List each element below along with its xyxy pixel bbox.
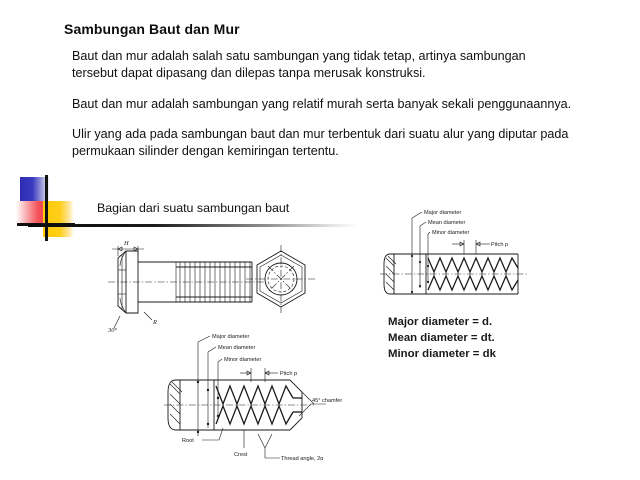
paragraph-2: Baut dan mur adalah sambungan yang relat… [72, 96, 572, 111]
label-angle: 30° [107, 327, 117, 334]
label-major-diameter: Major diameter [424, 210, 461, 216]
page-title: Sambungan Baut dan Mur [64, 21, 240, 37]
deco-red-square [16, 201, 47, 225]
label-crest: Crest [234, 452, 248, 458]
label-major-diameter: Major diameter [212, 334, 249, 340]
caption-divider-rule [28, 224, 358, 227]
figure-thread-detail-top: Major diameter Mean diameter Minor diame… [378, 196, 630, 314]
paragraph-1: Baut dan mur adalah salah satu sambungan… [72, 49, 526, 81]
label-thread-angle: Thread angle, 2α [281, 456, 324, 462]
figure-thread-detail-main: Major diameter Mean diameter Minor diame… [162, 318, 394, 466]
body-text-block: Baut dan mur adalah salah satu sambungan… [72, 48, 572, 160]
figure-hex-nut-end-view [240, 243, 322, 323]
legend-line-minor: Minor diameter = dk [388, 348, 496, 361]
label-mean-diameter: Mean diameter [428, 220, 465, 226]
figure-caption: Bagian dari suatu sambungan baut [97, 201, 290, 215]
decorative-logo-block [16, 175, 78, 241]
diameter-legend: Major diameter = d. Mean diameter = dt. … [388, 314, 496, 363]
label-root: Root [182, 438, 194, 444]
deco-vertical-bar [45, 175, 48, 241]
legend-line-major: Major diameter = d. [388, 316, 493, 328]
label-chamfer: 45° chamfer [312, 398, 342, 404]
figure-hex-bolt-side-view: H R 30° [100, 232, 320, 334]
paragraph-3: Ulir yang ada pada sambungan baut dan mu… [72, 126, 569, 158]
label-pitch: Pitch p [280, 371, 297, 377]
label-minor-diameter: Minor diameter [432, 230, 469, 236]
label-head-height: H [123, 240, 129, 247]
deco-yellow-square [43, 201, 74, 237]
label-minor-diameter: Minor diameter [224, 357, 261, 363]
legend-line-mean: Mean diameter = dt. [388, 332, 495, 345]
label-mean-diameter: Mean diameter [218, 345, 255, 351]
label-radius: R [152, 319, 157, 326]
label-pitch: Pitch p [491, 242, 508, 248]
